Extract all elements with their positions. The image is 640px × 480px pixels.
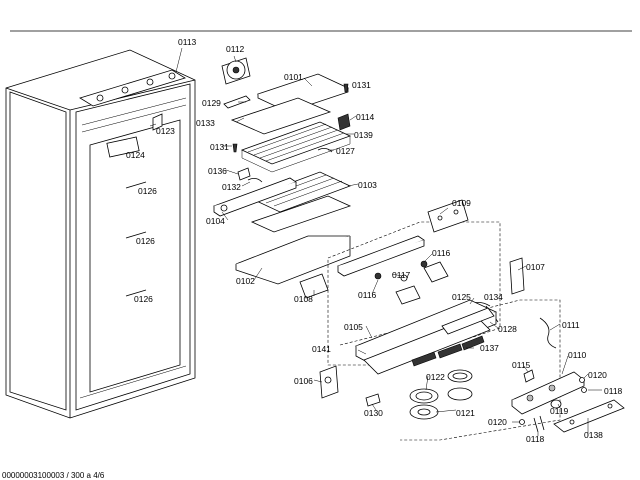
- label-0134: 0134: [484, 292, 503, 302]
- cover-0128: [441, 307, 495, 335]
- label-0112: 0112: [226, 44, 245, 54]
- screw-0118-b: [533, 415, 545, 433]
- fan-motor-0112: [221, 57, 251, 85]
- clip-0130: [365, 393, 381, 407]
- label-0109: 0109: [452, 198, 471, 208]
- label-0132: 0132: [222, 182, 241, 192]
- cabinet-top-strip-0113: [79, 69, 186, 107]
- label-0139: 0139: [354, 130, 373, 140]
- label-0131-mid: 0131: [210, 142, 229, 152]
- label-0101: 0101: [284, 72, 303, 82]
- label-0105: 0105: [344, 322, 363, 332]
- label-0133: 0133: [196, 118, 215, 128]
- duct-body-0105: [354, 299, 498, 375]
- label-0110: 0110: [568, 350, 587, 360]
- label-0115: 0115: [512, 360, 531, 370]
- cable-0111: [539, 317, 557, 349]
- air-duct-bar: [337, 235, 425, 277]
- label-0131-top: 0131: [352, 80, 371, 90]
- label-0126-c: 0126: [134, 294, 153, 304]
- cover-plate-0138: [553, 399, 625, 433]
- cabinet-housing: [5, 49, 196, 419]
- footer-code: 00000003100003 / 300 a 4/6: [2, 471, 105, 480]
- label-0102: 0102: [236, 276, 255, 286]
- label-0126-a: 0126: [138, 186, 157, 196]
- label-0118-b: 0118: [526, 434, 545, 444]
- label-0118-a: 0118: [604, 386, 623, 396]
- label-0130: 0130: [364, 408, 383, 418]
- label-0122: 0122: [426, 372, 445, 382]
- label-0126-b: 0126: [136, 236, 155, 246]
- heater-0137: [411, 335, 485, 367]
- duct-0109: [427, 199, 469, 233]
- screw-0120-b: [519, 419, 525, 425]
- label-0129: 0129: [202, 98, 221, 108]
- clip-0123: [152, 113, 163, 131]
- label-0117: 0117: [392, 270, 411, 280]
- label-0106: 0106: [294, 376, 313, 386]
- label-0125: 0125: [452, 292, 471, 302]
- bracket-0106: [319, 365, 339, 399]
- screw-0117: [400, 274, 408, 282]
- bulb-0119: [550, 399, 562, 409]
- label-0104: 0104: [206, 216, 225, 226]
- screw-0120-a: [579, 377, 585, 383]
- damper-0116-b: [374, 272, 421, 305]
- label-0113: 0113: [178, 37, 197, 47]
- label-0119: 0119: [550, 406, 569, 416]
- screw-0118-a: [581, 387, 587, 393]
- label-0124: 0124: [126, 150, 145, 160]
- shelf-support-0126-c: [125, 289, 147, 297]
- evaporator-plate-0133: [230, 97, 332, 135]
- label-0116-a: 0116: [432, 248, 451, 258]
- label-0127: 0127: [336, 146, 355, 156]
- shelf-support-0126-a: [125, 181, 147, 189]
- bracket-0129: [223, 95, 251, 109]
- label-0121: 0121: [456, 408, 475, 418]
- label-0103: 0103: [358, 180, 377, 190]
- sensor-0114: [337, 113, 351, 131]
- dashed-assembly-outline: [327, 221, 561, 441]
- connector-0115: [523, 369, 535, 383]
- label-0116-b: 0116: [358, 290, 377, 300]
- screw-0131-b: [232, 143, 238, 153]
- label-0138: 0138: [584, 430, 603, 440]
- label-0111: 0111: [562, 320, 580, 330]
- leader-lines: [149, 47, 602, 436]
- heater-0132: [247, 178, 263, 183]
- label-0137: 0137: [480, 343, 499, 353]
- label-0107: 0107: [526, 262, 545, 272]
- shelf-support-0126-b: [125, 231, 147, 239]
- clip-0136: [237, 167, 251, 181]
- label-0114: 0114: [356, 112, 375, 122]
- evaporator-coil-0139: [240, 121, 352, 173]
- label-0141: 0141: [312, 344, 331, 354]
- control-module-0110: [511, 371, 585, 415]
- panel-0102: [235, 195, 352, 285]
- damper-0116-a: [420, 260, 449, 283]
- part-labels: 0113 0112 0101 0131 0129 0123 0133 0114 …: [126, 37, 623, 444]
- wire-0127: [317, 148, 333, 153]
- grommet-0122: [409, 369, 473, 404]
- channel-0104: [213, 177, 297, 217]
- label-0123: 0123: [156, 126, 175, 136]
- label-0136: 0136: [208, 166, 227, 176]
- screw-0131-a: [343, 83, 349, 93]
- label-0108: 0108: [294, 294, 313, 304]
- label-0120-b: 0120: [488, 417, 507, 427]
- bracket-0107: [509, 257, 525, 295]
- label-0120-a: 0120: [588, 370, 607, 380]
- label-0128: 0128: [498, 324, 517, 334]
